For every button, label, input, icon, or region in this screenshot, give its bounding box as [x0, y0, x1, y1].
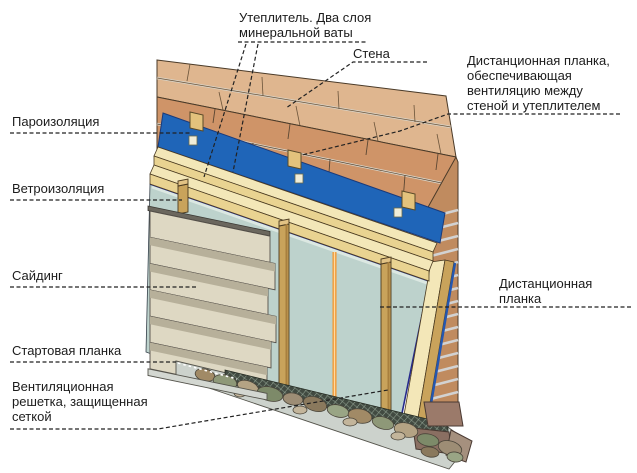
- label-line: Вентиляционная: [12, 379, 114, 394]
- vertical-battens: [177, 178, 392, 415]
- foundation-brick: [423, 401, 464, 427]
- insulation-layers: [149, 146, 438, 282]
- label-distance-strip-vent: Дистанционная планка, обеспечивающая вен…: [467, 53, 610, 113]
- label-line: обеспечивающая: [467, 68, 572, 83]
- label-insulation: Утеплитель. Два слоя минеральной ваты: [239, 10, 371, 40]
- insulation-layer-2-front: [149, 173, 430, 282]
- label-wind-barrier: Ветроизоляция: [12, 181, 104, 196]
- pointer-vent-grille: [10, 389, 389, 430]
- label-line: минеральной ваты: [239, 25, 353, 40]
- fastener: [393, 207, 403, 218]
- label-line: Утеплитель. Два слоя: [239, 10, 372, 25]
- label-line: Стена: [353, 46, 390, 61]
- label-line: стеной и утеплителем: [467, 98, 601, 113]
- label-wall: Стена: [353, 46, 390, 61]
- label-line: вентиляцию между: [467, 83, 583, 98]
- vertical-batten: [278, 218, 290, 393]
- label-siding: Сайдинг: [12, 268, 63, 283]
- fastener: [294, 173, 304, 184]
- distance-block: [189, 111, 204, 132]
- vertical-batten: [177, 178, 189, 215]
- siding-panel: [147, 205, 277, 394]
- distance-block: [287, 149, 302, 170]
- label-starter-strip: Стартовая планка: [12, 343, 121, 358]
- fastener: [188, 135, 198, 146]
- pointer-insulation-a: [203, 43, 247, 178]
- distance-blocks: [189, 111, 416, 211]
- stones: [194, 368, 464, 463]
- distance-block: [401, 190, 416, 211]
- label-line: Стартовая планка: [12, 343, 122, 358]
- label-line: Сайдинг: [12, 268, 63, 283]
- label-line: сеткой: [12, 409, 52, 424]
- pointer-wall: [285, 61, 427, 109]
- label-line: планка: [499, 291, 542, 306]
- vapor-barrier-fasteners: [188, 135, 403, 218]
- label-line: Дистанционная: [499, 276, 593, 291]
- brick-wall-top: [156, 59, 457, 158]
- label-line: решетка, защищенная: [12, 394, 148, 409]
- pointer-distance-strip-vent: [301, 113, 620, 156]
- label-vent-grille: Вентиляционная решетка, защищенная сетко…: [12, 379, 148, 424]
- starter-strip: [147, 368, 268, 401]
- label-line: Пароизоляция: [12, 114, 100, 129]
- siding-board-shadows: [150, 237, 276, 376]
- label-line: Дистанционная планка,: [467, 53, 610, 68]
- label-distance-strip: Дистанционная планка: [499, 276, 592, 306]
- pointer-insulation-b: [232, 43, 259, 173]
- label-vapor-barrier: Пароизоляция: [12, 114, 99, 129]
- pointer-starter-strip-white: [177, 362, 238, 380]
- label-line: Ветроизоляция: [12, 181, 105, 196]
